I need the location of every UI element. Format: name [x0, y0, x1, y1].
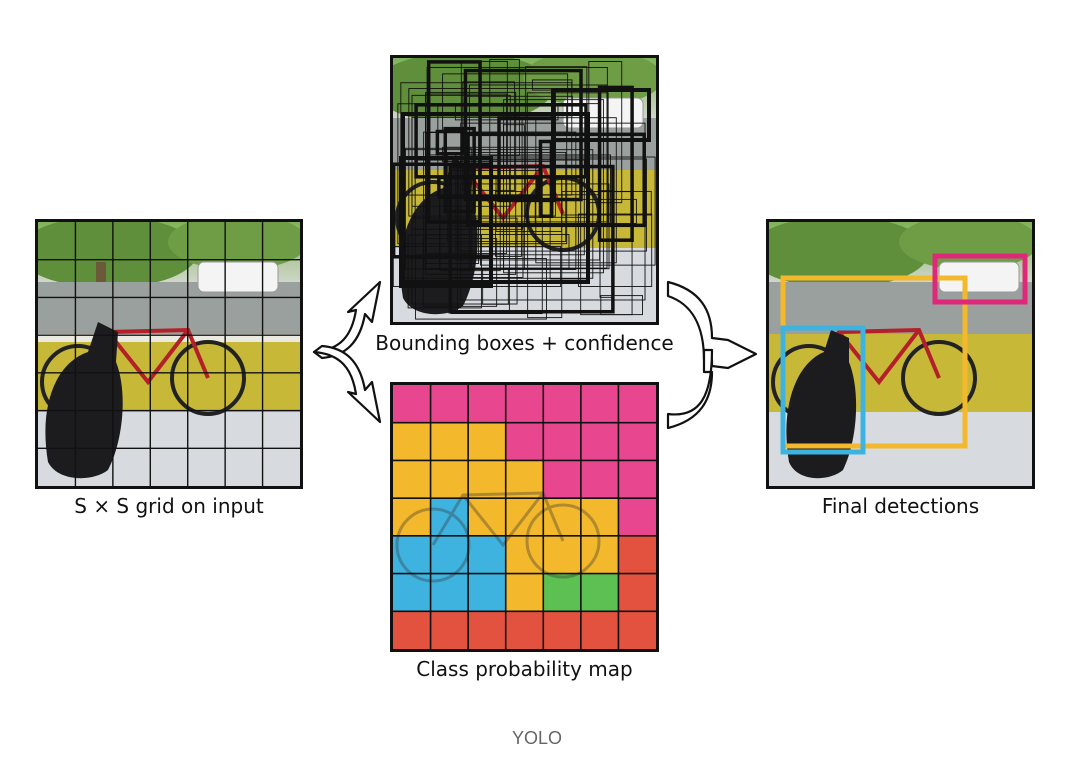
- candidate-box: [495, 177, 563, 232]
- class-cell: [580, 535, 619, 575]
- class-cell: [543, 498, 582, 537]
- bounding-boxes-label: Bounding boxes + confidence: [375, 331, 674, 355]
- class-cell: [468, 535, 507, 575]
- class-map-grid-lines: [393, 385, 656, 649]
- candidate-boxes: [393, 58, 656, 320]
- candidate-box: [443, 126, 476, 214]
- dog-icon: [45, 322, 123, 479]
- candidate-box: [480, 156, 656, 266]
- class-cell: [543, 611, 582, 649]
- class-cell: [393, 422, 432, 461]
- class-cell: [505, 535, 544, 575]
- class-probability-cells: [393, 385, 656, 649]
- detections-photo: [769, 222, 1032, 486]
- class-cell: [468, 611, 507, 649]
- detection-box-dog: [780, 325, 866, 455]
- input-grid-lines: [38, 222, 300, 486]
- class-cell: [580, 385, 619, 424]
- class-cell: [618, 422, 656, 461]
- class-cell: [618, 535, 656, 575]
- candidate-box: [422, 238, 498, 307]
- class-cell: [543, 573, 582, 612]
- class-cell: [505, 385, 544, 424]
- class-cell: [543, 385, 582, 424]
- class-cell: [505, 573, 544, 612]
- class-cell: [543, 535, 582, 575]
- class-cell: [393, 611, 432, 649]
- class-cell: [580, 460, 619, 499]
- class-cell: [430, 573, 469, 612]
- candidate-box: [411, 217, 518, 305]
- input-grid-label: S × S grid on input: [74, 494, 264, 518]
- candidate-box: [457, 158, 647, 252]
- class-cell: [618, 573, 656, 612]
- class-cell: [468, 385, 507, 424]
- class-cell: [618, 611, 656, 649]
- class-cell: [393, 460, 432, 499]
- class-cell: [468, 573, 507, 612]
- class-cell: [393, 385, 432, 424]
- class-cell: [618, 385, 656, 424]
- class-probability-panel: [390, 382, 659, 652]
- class-cell: [618, 498, 656, 537]
- merge-arrow-top-icon: [666, 280, 758, 370]
- final-detections-panel: [766, 219, 1035, 489]
- candidate-box: [463, 68, 583, 202]
- class-map-overlay: [395, 491, 601, 583]
- class-cell: [580, 611, 619, 649]
- class-cell: [393, 573, 432, 612]
- class-cell: [430, 460, 469, 499]
- candidate-box: [426, 60, 482, 224]
- class-cell: [468, 498, 507, 537]
- candidate-box: [580, 191, 633, 316]
- class-cell: [543, 422, 582, 461]
- candidate-box: [466, 132, 646, 228]
- class-cell: [430, 611, 469, 649]
- candidate-box: [538, 139, 554, 218]
- final-detections-label: Final detections: [821, 494, 980, 518]
- class-cell: [430, 498, 469, 537]
- input-grid-panel: [35, 219, 303, 489]
- class-cell: [580, 498, 619, 537]
- class-cell: [505, 611, 544, 649]
- candidate-box: [577, 213, 653, 287]
- class-cell: [468, 422, 507, 461]
- car-icon: [197, 261, 279, 293]
- class-cell: [505, 460, 544, 499]
- figure-caption: YOLO: [511, 728, 563, 748]
- bounding-boxes-panel: [390, 55, 659, 325]
- merge-arrow-bottom-icon: [666, 348, 714, 430]
- candidate-box: [455, 154, 601, 261]
- strong-candidate-box: [401, 112, 590, 284]
- class-cell: [393, 535, 432, 575]
- split-arrow-down-icon: [312, 344, 382, 424]
- class-cell: [430, 535, 469, 575]
- class-cell: [505, 498, 544, 537]
- class-cell: [543, 460, 582, 499]
- class-cell: [430, 385, 469, 424]
- class-probability-label: Class probability map: [416, 657, 633, 681]
- candidate-box: [435, 129, 465, 156]
- class-cell: [580, 573, 619, 612]
- candidate-box: [404, 147, 472, 270]
- detection-box-car: [932, 253, 1028, 305]
- candidate-box: [495, 191, 522, 257]
- candidate-box: [448, 164, 615, 314]
- input-photo: [38, 222, 300, 486]
- class-cell: [618, 460, 656, 499]
- class-cell: [393, 498, 432, 537]
- class-cell: [580, 422, 619, 461]
- class-cell: [505, 422, 544, 461]
- class-cell: [430, 422, 469, 461]
- class-cell: [468, 460, 507, 499]
